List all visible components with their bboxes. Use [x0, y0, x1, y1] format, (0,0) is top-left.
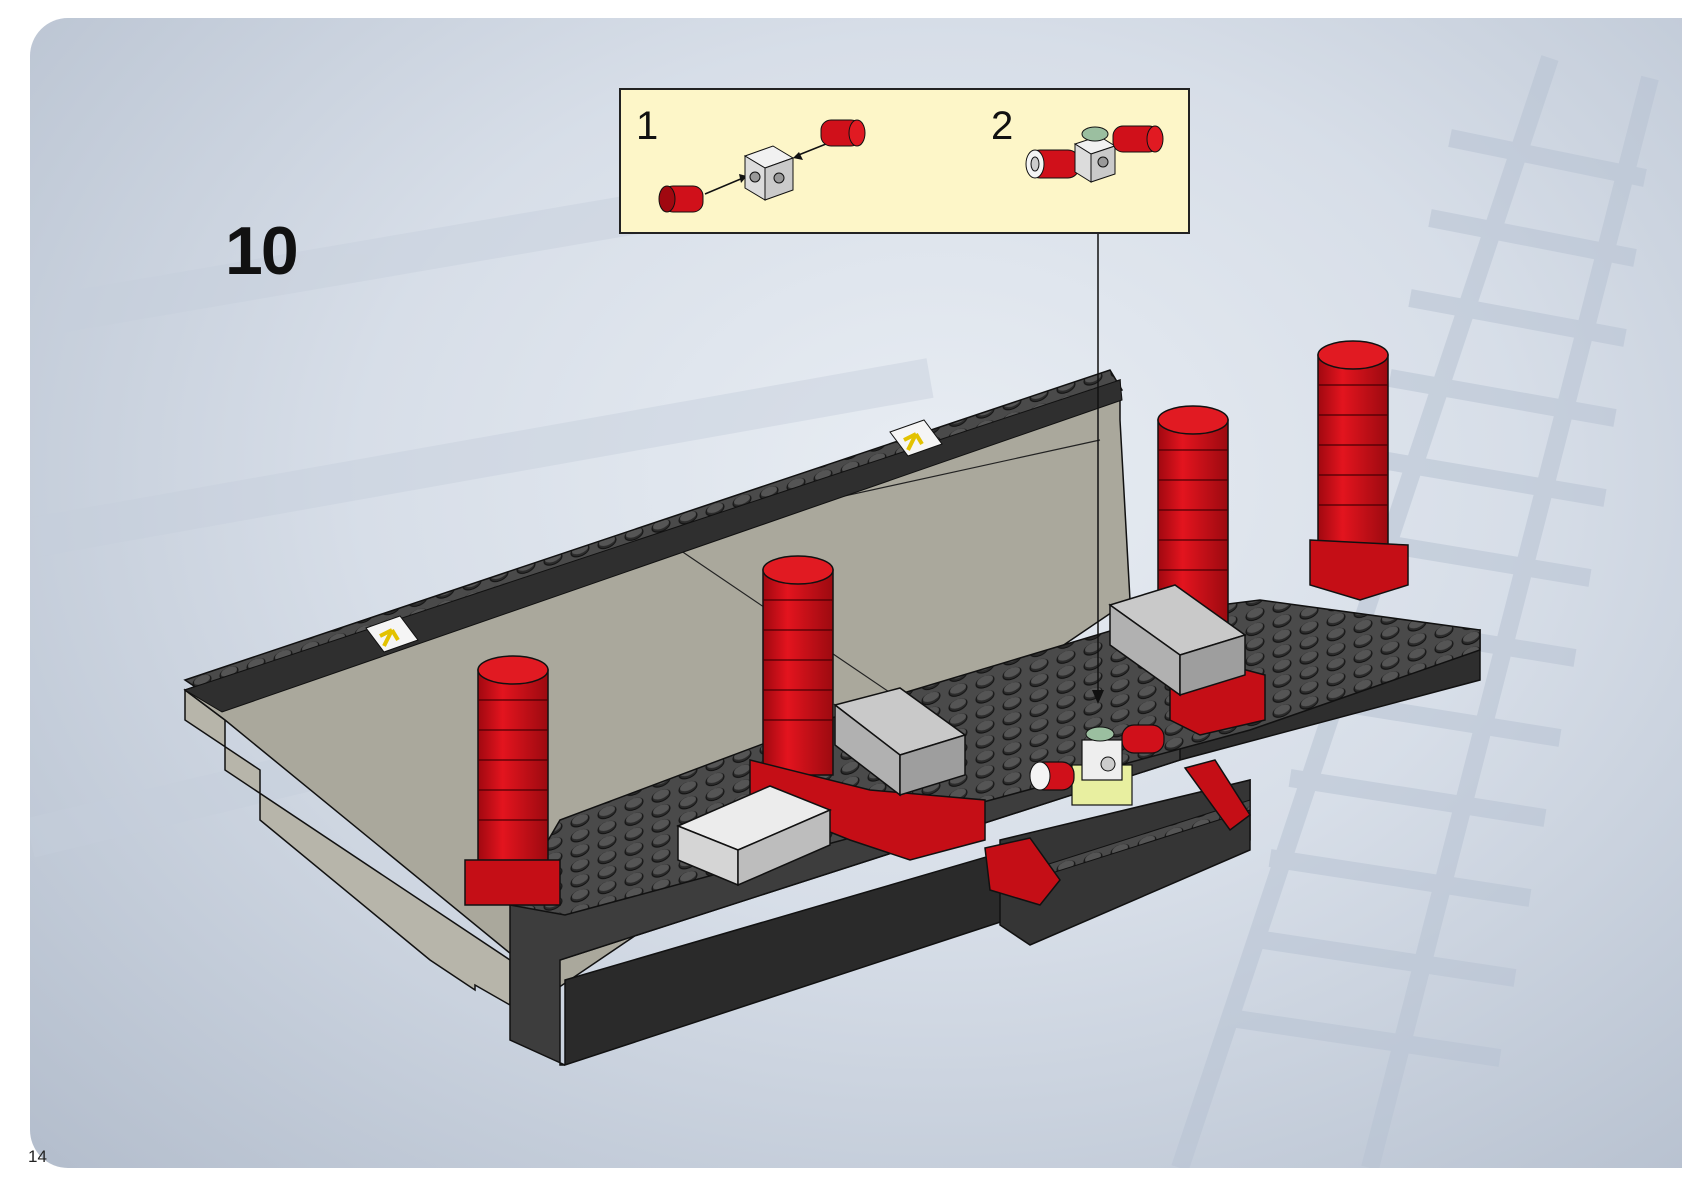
- sub-assembly-callout: 1 2: [619, 88, 1190, 234]
- round-1x1-brick-icon: [821, 120, 865, 146]
- round-brick-column-icon: [1310, 341, 1408, 600]
- assembled-side-stud-part-icon: [1026, 126, 1163, 182]
- callout-illustration: [621, 90, 1188, 232]
- brick-1x1-with-studs-on-side-icon: [745, 146, 793, 200]
- round-brick-column-icon: [465, 656, 560, 905]
- round-1x1-brick-icon: [659, 186, 703, 212]
